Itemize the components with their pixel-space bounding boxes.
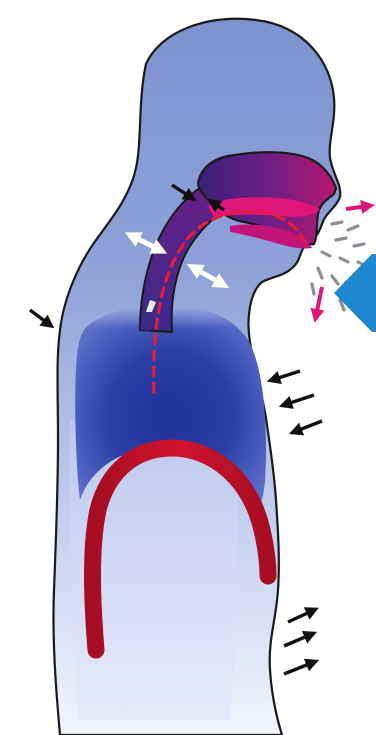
abdomen-arrow-2 (284, 634, 312, 646)
back-arrow (30, 310, 50, 325)
exhale-arrow-down (316, 287, 322, 316)
exhale-arrow-up (346, 206, 368, 209)
chest-arrow-3 (294, 421, 322, 432)
abdomen-arrow-1 (288, 610, 314, 622)
chest-arrow-2 (284, 395, 314, 405)
abdomen-arrow-3 (284, 662, 314, 674)
chest-arrow-1 (272, 371, 300, 380)
blue-diamond-icon (334, 254, 376, 332)
